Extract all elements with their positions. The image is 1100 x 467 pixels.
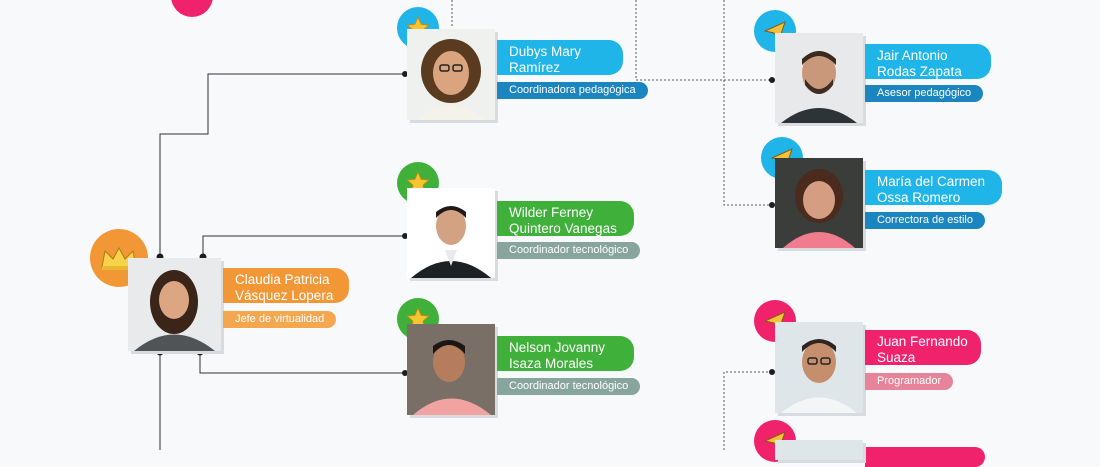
person-name: Dubys Mary Ramírez Jiménez <box>497 40 623 91</box>
avatar <box>775 158 863 248</box>
person-role: Coordinador tecnológico <box>497 378 641 395</box>
person-role: Asesor pedagógico <box>865 85 984 102</box>
person-role: Correctora de estilo <box>865 212 985 229</box>
person-name: Claudia Patricia Vásquez Lopera <box>223 268 349 303</box>
person-name: Wilder Ferney Quintero Vanegas <box>497 201 634 236</box>
person-name: María del Carmen Ossa Romero <box>865 170 1002 205</box>
avatar <box>407 29 495 120</box>
person-role: Programador <box>865 373 954 390</box>
person-role: Coordinador tecnológico <box>497 242 641 259</box>
person-role: Jefe de virtualidad <box>223 311 337 328</box>
partial-name-tag <box>865 447 985 467</box>
partial-photo <box>775 440 863 460</box>
avatar <box>128 258 221 351</box>
person-name: Juan Fernando Suaza Restrepo <box>865 330 981 381</box>
avatar <box>775 322 863 413</box>
avatar <box>775 33 863 123</box>
avatar <box>407 188 495 278</box>
person-role: Coordinadora pedagógica <box>497 82 648 99</box>
person-name: Jair Antonio Rodas Zapata <box>865 44 991 79</box>
avatar <box>407 324 495 415</box>
partial-badge-top <box>171 0 213 17</box>
person-name: Nelson Jovanny Isaza Morales <box>497 336 634 371</box>
